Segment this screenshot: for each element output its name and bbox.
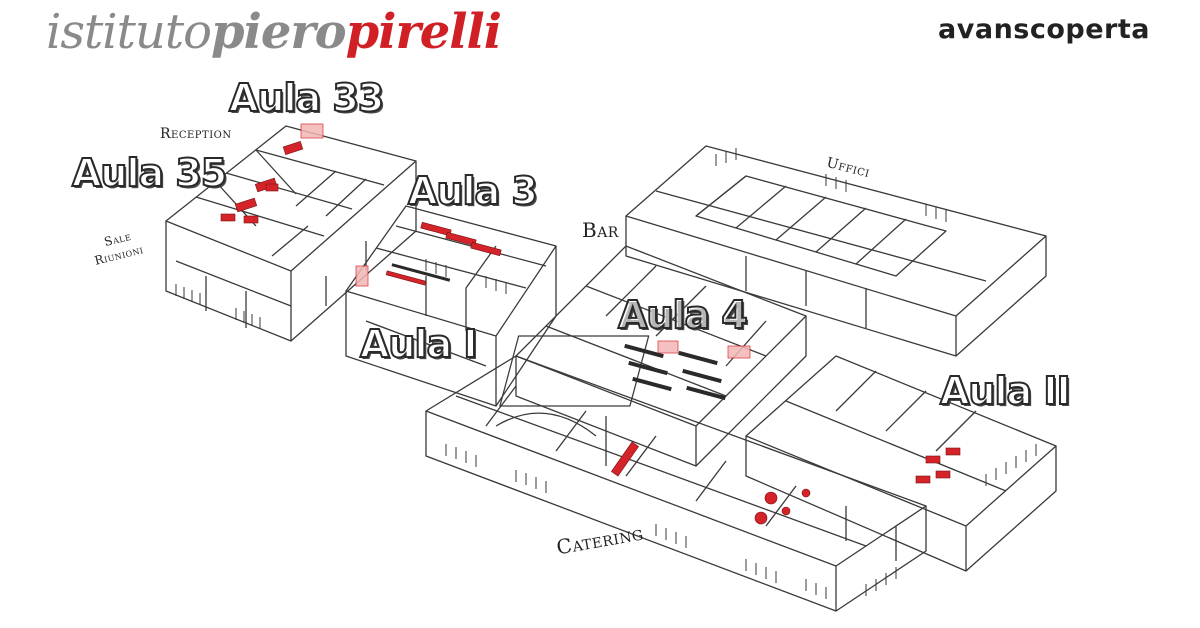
label-bar: Bar xyxy=(582,218,619,242)
label-aula-35: Aula 35 xyxy=(71,150,228,196)
wing-lower xyxy=(425,355,927,612)
wing-left xyxy=(165,125,417,342)
brand-logo: istitutopieropirelli xyxy=(46,2,502,62)
furniture-dark xyxy=(391,263,726,401)
window-hatching xyxy=(175,148,1037,599)
wing-right-lower xyxy=(745,355,1057,572)
floor-plan-drawing xyxy=(165,123,1057,612)
brand-part-piero: piero xyxy=(211,4,347,60)
room-highlights xyxy=(300,123,751,359)
label-aula-11: Aula II xyxy=(939,368,1072,414)
furniture-red xyxy=(220,141,961,525)
label-reception: Reception xyxy=(160,126,232,142)
label-aula-1: Aula I xyxy=(359,321,478,367)
tagline: avanscoperta xyxy=(938,14,1150,45)
wing-center xyxy=(499,245,807,467)
label-aula-33: Aula 33 xyxy=(228,75,385,121)
brand-part-istituto: istituto xyxy=(46,4,212,60)
label-aula-4: Aula 4 xyxy=(617,292,749,338)
floor-plan-map: Aula 33 Aula 35 Aula 3 Aula I Aula 4 Aul… xyxy=(46,66,1154,628)
wing-uffici xyxy=(625,145,1047,357)
label-aula-3: Aula 3 xyxy=(407,168,539,214)
brand-part-pirelli: pirelli xyxy=(345,4,502,60)
